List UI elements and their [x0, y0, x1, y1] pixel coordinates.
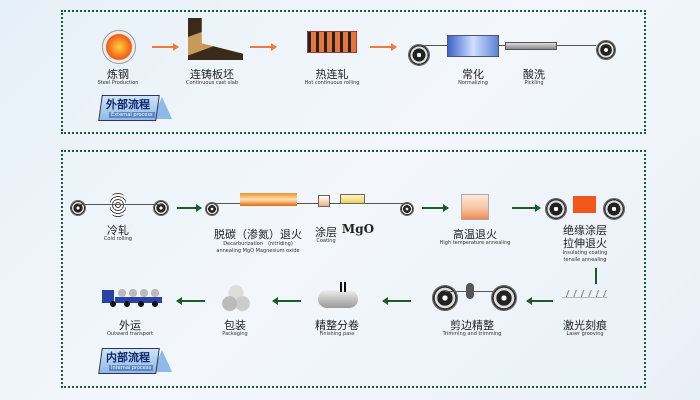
- coil-roll-icon: [596, 40, 616, 60]
- step-label: 脱碳（渗氮）退火: [214, 228, 302, 241]
- hot-rolling-icon: [307, 31, 357, 53]
- insulating-coating-furnace-icon: [573, 196, 596, 213]
- external-process-badge: 外部流程 External process: [98, 95, 172, 121]
- step-label: 冷轧: [107, 224, 129, 237]
- arrow-left: [382, 297, 411, 305]
- arrow-down: [595, 268, 597, 284]
- strip-line: [445, 291, 505, 292]
- coil-roll-icon: [545, 198, 567, 220]
- arrow-right: [177, 204, 202, 212]
- pickling-tank-icon: [505, 42, 557, 50]
- step-label: 酸洗: [523, 68, 545, 81]
- step-label: 绝缘涂层: [563, 224, 607, 237]
- step-label: MgO: [341, 222, 375, 236]
- steel-furnace-icon: [102, 30, 136, 64]
- external-process-box: [61, 10, 646, 134]
- finishing-coils-icon: [318, 290, 358, 308]
- arrow-left: [526, 297, 553, 305]
- step-label: 拉伸退火: [563, 237, 607, 250]
- step-label-en: Normalizing: [458, 80, 488, 86]
- step-label: 高温退火: [453, 228, 497, 241]
- finishing-cutter-icon: [340, 282, 348, 292]
- truck-icon: [102, 288, 162, 307]
- coil-roll-icon: [408, 44, 430, 66]
- step-label-en: Continuous cast slab: [185, 80, 239, 86]
- step-label-en: tensile annealing: [563, 257, 607, 263]
- normalizing-furnace-icon: [447, 35, 499, 57]
- step-label: 炼钢: [107, 68, 129, 81]
- step-label-en: Pickling: [524, 80, 544, 86]
- coil-roll-icon: [205, 202, 219, 216]
- laser-grooving-icon: [562, 290, 607, 298]
- arrow-left: [176, 297, 205, 305]
- step-label-en: annealing MgO Magnesium oxide: [216, 248, 300, 254]
- cold-rolling-mill-icon: [110, 193, 126, 217]
- step-label-en: Hot continuous rolling: [304, 80, 360, 86]
- step-label-en: Trimming and trimming: [442, 331, 502, 337]
- step-label-en: Decarburization (nitriding): [223, 241, 293, 247]
- badge-subtitle: External process: [109, 112, 155, 118]
- step-label-en: Cold rolling: [103, 236, 133, 242]
- coil-roll-icon: [70, 200, 86, 216]
- step-label: 激光刻痕: [563, 319, 607, 332]
- coil-roll-icon: [491, 285, 517, 311]
- step-label: 剪边精整: [450, 319, 494, 332]
- step-label: 热连轧: [315, 68, 349, 81]
- step-label: 连铸板坯: [190, 68, 234, 81]
- coil-roll-icon: [153, 200, 169, 216]
- arrow-left: [272, 297, 301, 305]
- step-label: 涂层: [315, 226, 337, 239]
- internal-process-badge: 内部流程 Internal process: [98, 348, 172, 374]
- coil-roll-icon: [432, 285, 458, 311]
- high-temp-furnace-icon: [461, 194, 489, 220]
- step-label-en: Finishing pass: [319, 331, 355, 337]
- arrow-right: [152, 43, 179, 51]
- badge-title: 外部流程: [106, 98, 150, 111]
- packaged-coils-icon: [220, 284, 252, 312]
- step-label-en: Laser grooving: [566, 331, 604, 337]
- arrow-right: [250, 43, 277, 51]
- step-label-en: Outward transport: [106, 331, 154, 337]
- strip-line: [212, 203, 407, 204]
- coil-roll-icon: [400, 202, 414, 216]
- step-label: 外运: [119, 319, 141, 332]
- step-label-en: Steel Production: [97, 80, 139, 86]
- badge-subtitle: Internal process: [109, 365, 154, 371]
- arrow-right: [370, 43, 397, 51]
- step-label-en: Coating: [316, 238, 336, 244]
- coil-roll-icon: [603, 198, 625, 220]
- step-label: 常化: [462, 68, 484, 81]
- step-label: 包装: [224, 319, 246, 332]
- strip-line: [78, 204, 161, 205]
- decarburization-furnace-icon: [240, 193, 297, 206]
- step-label-en: Insulating coating: [562, 250, 608, 256]
- step-label-en: High temperature annealing: [439, 240, 511, 246]
- internal-process-box: [61, 150, 646, 388]
- step-label-en: Packaging: [222, 331, 248, 337]
- coating-box-icon: [318, 195, 330, 207]
- arrow-right: [422, 204, 449, 212]
- arrow-right: [512, 204, 541, 212]
- mgo-box-icon: [340, 194, 365, 204]
- badge-title: 内部流程: [106, 351, 150, 364]
- step-label: 精整分卷: [315, 319, 359, 332]
